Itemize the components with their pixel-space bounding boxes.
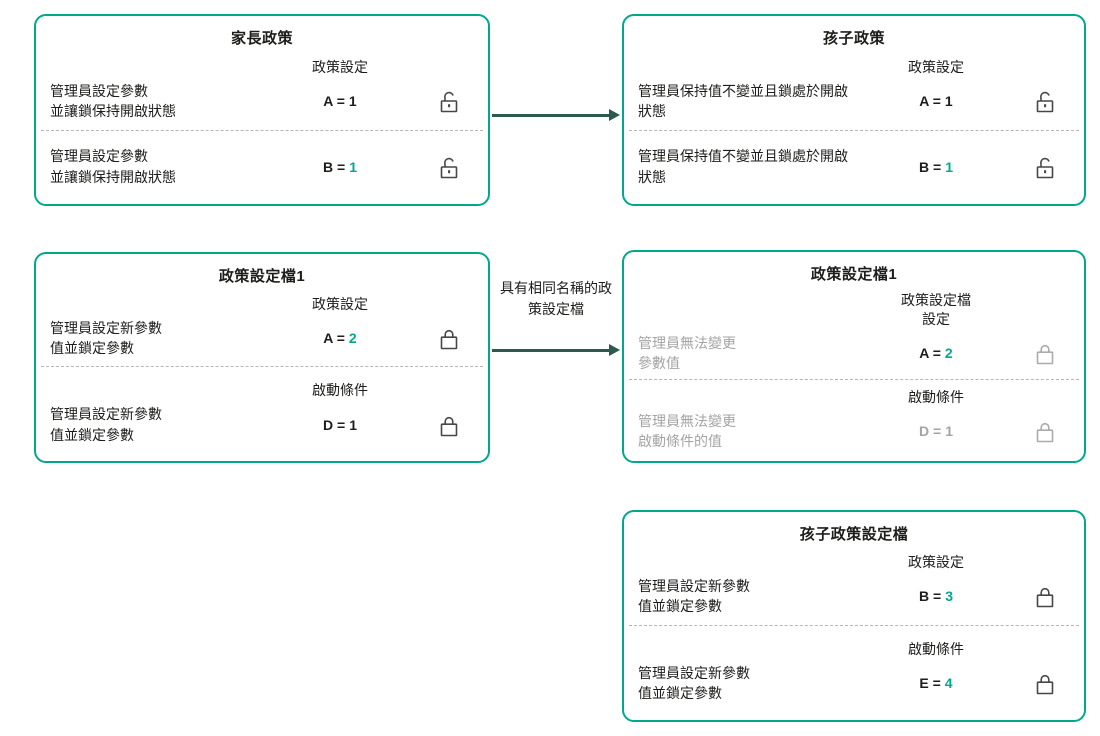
closed-lock-icon — [1036, 675, 1054, 695]
open-lock-icon — [440, 157, 458, 179]
row-label: 管理員設定新參數 值並鎖定參數 — [50, 406, 162, 443]
child-policy-box: 孩子政策 政策設定 管理員保持值不變並且鎖處於開啟 狀態 A =1 管理員保持值… — [622, 14, 1086, 206]
closed-lock-icon — [440, 416, 458, 436]
param-value: B =1 — [323, 158, 357, 175]
section-header: 政策設定 — [908, 58, 964, 75]
box-title: 孩子政策 — [822, 30, 885, 47]
param-value: A =1 — [919, 93, 953, 110]
section-header: 政策設定 — [312, 295, 368, 312]
section: 啟動條件 管理員無法變更 啟動條件的值 D =1 — [629, 379, 1079, 461]
child-policy-profile-box: 孩子政策設定檔 政策設定 管理員設定新參數 值並鎖定參數 B =3 啟動條件 管… — [622, 510, 1086, 722]
section: 管理員設定參數 並讓鎖保持開啟狀態 B =1 — [41, 130, 483, 204]
open-lock-icon — [440, 91, 458, 113]
open-lock-icon — [1036, 157, 1054, 179]
section-header: 政策設定 — [908, 554, 964, 571]
row-label: 管理員設定新參數 值並鎖定參數 — [50, 319, 162, 356]
box-title: 孩子政策設定檔 — [799, 526, 909, 543]
section: 政策設定 管理員設定參數 並讓鎖保持開啟狀態 A =1 — [41, 51, 483, 130]
open-lock-icon — [1036, 91, 1054, 113]
param-value: A =2 — [323, 330, 357, 346]
box-title: 政策設定檔1 — [218, 268, 306, 285]
section: 政策設定 管理員設定新參數 值並鎖定參數 A =2 — [41, 289, 483, 366]
section-header: 啟動條件 — [908, 388, 964, 405]
closed-lock-icon — [1036, 423, 1054, 443]
closed-lock-icon — [1036, 344, 1054, 365]
section: 啟動條件 管理員設定新參數 值並鎖定參數 D =1 — [41, 366, 483, 461]
inheritance-arrow — [492, 108, 620, 121]
param-value: A =1 — [323, 93, 357, 110]
param-value: E =4 — [919, 675, 953, 692]
row-label: 管理員保持值不變並且鎖處於開啟 狀態 — [638, 82, 848, 120]
box-title: 政策設定檔1 — [810, 266, 898, 283]
closed-lock-icon — [1036, 588, 1054, 608]
param-value: A =2 — [919, 345, 953, 362]
row-label: 管理員無法變更 啟動條件的值 — [638, 412, 736, 450]
box-title: 家長政策 — [230, 30, 293, 47]
row-label: 管理員設定新參數 值並鎖定參數 — [638, 664, 750, 702]
policy-profile-1-box: 政策設定檔1 政策設定 管理員設定新參數 值並鎖定參數 A =2 啟動條件 管理… — [34, 252, 490, 463]
section: 政策設定 管理員設定新參數 值並鎖定參數 B =3 — [629, 547, 1079, 625]
row-label: 管理員設定新參數 值並鎖定參數 — [638, 577, 750, 615]
param-value: B =1 — [919, 158, 953, 175]
param-value: B =3 — [919, 588, 953, 605]
section: 啟動條件 管理員設定新參數 值並鎖定參數 E =4 — [629, 624, 1079, 720]
section: 政策設定檔 設定 管理員無法變更 參數值 A =2 — [629, 287, 1079, 379]
param-value: D =1 — [323, 416, 357, 433]
arrow-head-icon — [609, 108, 620, 121]
section-header: 啟動條件 — [908, 641, 964, 658]
parent-policy-box: 家長政策 政策設定 管理員設定參數 並讓鎖保持開啟狀態 A =1 管理員設定參數… — [34, 14, 490, 206]
section-header: 政策設定 — [312, 58, 368, 75]
section-header: 啟動條件 — [312, 382, 368, 399]
row-label: 管理員保持值不變並且鎖處於開啟 狀態 — [638, 148, 848, 185]
row-label: 管理員設定參數 並讓鎖保持開啟狀態 — [50, 148, 176, 185]
applied-policy-profile-1-box: 政策設定檔1 政策設定檔 設定 管理員無法變更 參數值 A =2 啟動條件 管理… — [622, 250, 1086, 463]
row-label: 管理員無法變更 參數值 — [638, 334, 736, 372]
param-value: D =1 — [919, 423, 953, 440]
profile-arrow — [492, 343, 620, 356]
arrow-label: 具有相同名稱的政策設定檔 — [500, 280, 612, 317]
row-label: 管理員設定參數 並讓鎖保持開啟狀態 — [50, 82, 176, 120]
section: 政策設定 管理員保持值不變並且鎖處於開啟 狀態 A =1 — [629, 51, 1079, 130]
section: 管理員保持值不變並且鎖處於開啟 狀態 B =1 — [629, 130, 1079, 204]
section-header: 政策設定檔 設定 — [901, 292, 971, 327]
arrow-head-icon — [609, 343, 620, 356]
closed-lock-icon — [440, 329, 458, 350]
